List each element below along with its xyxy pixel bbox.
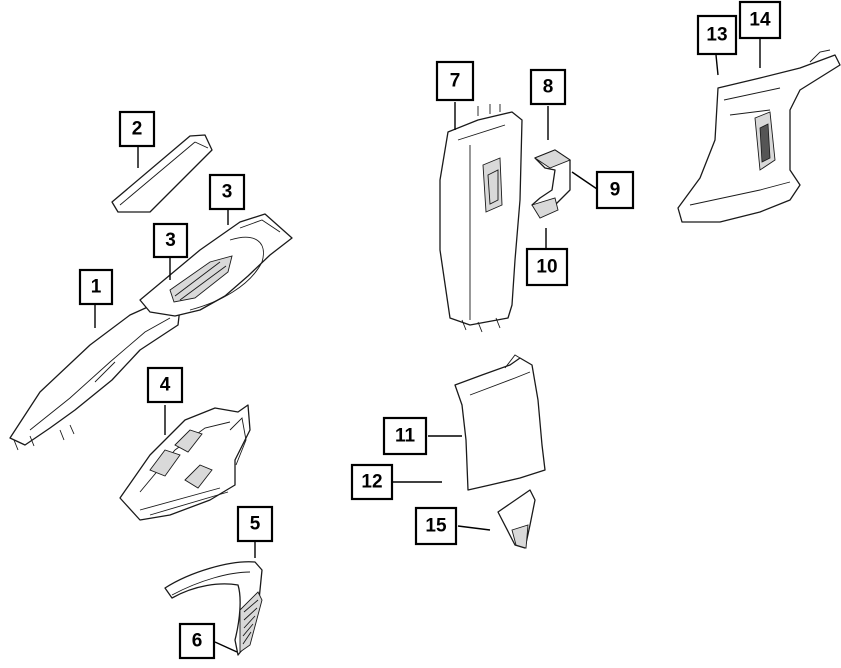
part-7-b-pillar-trim — [439, 104, 523, 333]
part-4-bracket — [119, 404, 251, 521]
leader-15 — [457, 525, 491, 531]
callout-7: 7 — [435, 60, 475, 102]
part-13-c-pillar-trim — [677, 49, 841, 223]
svg-text:12: 12 — [361, 472, 382, 493]
svg-text:3: 3 — [222, 182, 233, 203]
svg-text:13: 13 — [706, 25, 727, 46]
leader-9 — [571, 171, 598, 190]
leader-6 — [214, 641, 238, 653]
callout-13: 13 — [696, 14, 738, 56]
part-6-grille — [239, 591, 263, 653]
part-11-b-pillar-lower-trim — [454, 354, 546, 491]
svg-text:2: 2 — [132, 119, 143, 140]
callout-1: 1 — [78, 268, 114, 306]
svg-text:3: 3 — [165, 230, 176, 251]
callout-8: 8 — [529, 68, 567, 106]
svg-text:5: 5 — [250, 514, 261, 535]
callout-9: 9 — [595, 170, 635, 210]
part-9-grab-handle — [531, 149, 571, 219]
callout-15: 15 — [414, 506, 458, 546]
svg-text:15: 15 — [425, 516, 447, 537]
callout-3-lower: 3 — [152, 222, 189, 259]
callout-3-upper: 3 — [208, 173, 246, 211]
svg-text:14: 14 — [749, 10, 771, 31]
part-1-a-pillar-trim — [9, 305, 181, 451]
callout-14: 14 — [738, 0, 782, 40]
svg-text:7: 7 — [450, 71, 461, 92]
part-5-pillar-cover — [164, 561, 263, 656]
callout-11: 11 — [382, 416, 428, 456]
svg-text:9: 9 — [610, 180, 621, 201]
leader-lines — [94, 38, 761, 653]
part-3-sensor-housing — [139, 213, 293, 317]
part-2-trim-strip — [111, 134, 213, 213]
callout-10: 10 — [525, 247, 569, 287]
svg-text:6: 6 — [192, 631, 203, 652]
svg-text:1: 1 — [91, 277, 102, 298]
callout-4: 4 — [146, 366, 184, 404]
svg-text:4: 4 — [160, 375, 171, 396]
svg-text:10: 10 — [536, 257, 557, 278]
callout-6: 6 — [178, 622, 216, 660]
svg-text:11: 11 — [395, 426, 416, 447]
callout-12: 12 — [350, 463, 394, 501]
part-15-wedge-trim — [497, 489, 536, 549]
callout-2: 2 — [118, 110, 156, 148]
leader-13 — [715, 54, 719, 76]
callout-5: 5 — [236, 505, 274, 543]
svg-text:8: 8 — [543, 77, 554, 98]
